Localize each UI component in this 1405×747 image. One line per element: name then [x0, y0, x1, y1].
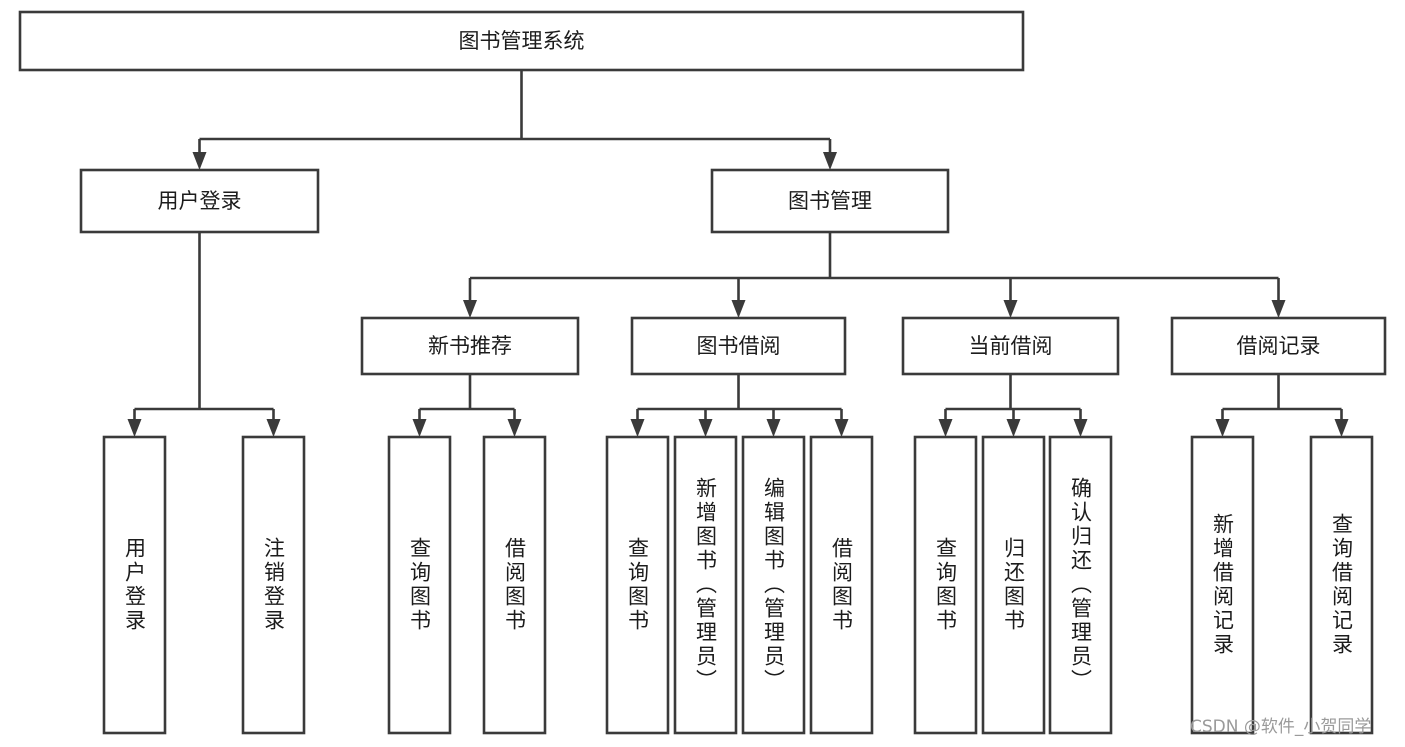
node-box-leaf-8 [913, 435, 978, 735]
node-label-level3-0: 新书推荐 [428, 334, 512, 358]
node-box-level3-1 [630, 316, 847, 376]
node-label-level3-1: 图书借阅 [697, 334, 781, 358]
arrow-head-icon [1334, 419, 1349, 437]
node-box-leaf-4 [605, 435, 670, 735]
node-label-level2-1: 图书管理 [788, 189, 872, 213]
arrow-head-icon [1271, 300, 1286, 318]
node-box-leaf-5 [673, 435, 738, 735]
arrow-head-icon [1006, 419, 1021, 437]
arrow-head-icon [823, 152, 837, 170]
arrow-head-icon [507, 419, 522, 437]
node-label-level3-2: 当前借阅 [969, 334, 1053, 358]
node-box-root [18, 10, 1025, 72]
arrow-head-icon [1073, 419, 1088, 437]
arrow-head-icon [731, 300, 746, 318]
node-box-leaf-1 [241, 435, 306, 735]
node-box-level2-0 [79, 168, 320, 234]
arrow-head-icon [127, 419, 142, 437]
node-box-level2-1 [710, 168, 950, 234]
node-box-leaf-2 [387, 435, 452, 735]
watermark-text: CSDN @软件_小贺同学 [1190, 717, 1372, 737]
node-box-leaf-6 [741, 435, 806, 735]
arrow-head-icon [266, 419, 281, 437]
connector-lines [127, 70, 1349, 437]
arrow-head-icon [1003, 300, 1018, 318]
arrow-head-icon [766, 419, 781, 437]
node-box-level3-3 [1170, 316, 1387, 376]
node-box-leaf-10 [1048, 435, 1113, 735]
arrow-head-icon [698, 419, 713, 437]
arrow-head-icon [834, 419, 849, 437]
node-box-level3-0 [360, 316, 580, 376]
node-box-level3-2 [901, 316, 1120, 376]
arrow-head-icon [412, 419, 427, 437]
arrow-head-icon [938, 419, 953, 437]
node-label-level3-3: 借阅记录 [1237, 334, 1321, 358]
node-label-root: 图书管理系统 [459, 29, 585, 53]
node-box-leaf-9 [981, 435, 1046, 735]
node-boxes [18, 10, 1387, 735]
node-box-leaf-0 [102, 435, 167, 735]
arrow-head-icon [630, 419, 645, 437]
node-box-leaf-3 [482, 435, 547, 735]
node-box-leaf-7 [809, 435, 874, 735]
node-box-leaf-12 [1309, 435, 1374, 735]
node-label-level2-0: 用户登录 [158, 189, 242, 213]
node-box-leaf-11 [1190, 435, 1255, 735]
arrow-head-icon [1215, 419, 1230, 437]
arrow-head-icon [463, 300, 477, 318]
arrow-head-icon [192, 152, 207, 170]
